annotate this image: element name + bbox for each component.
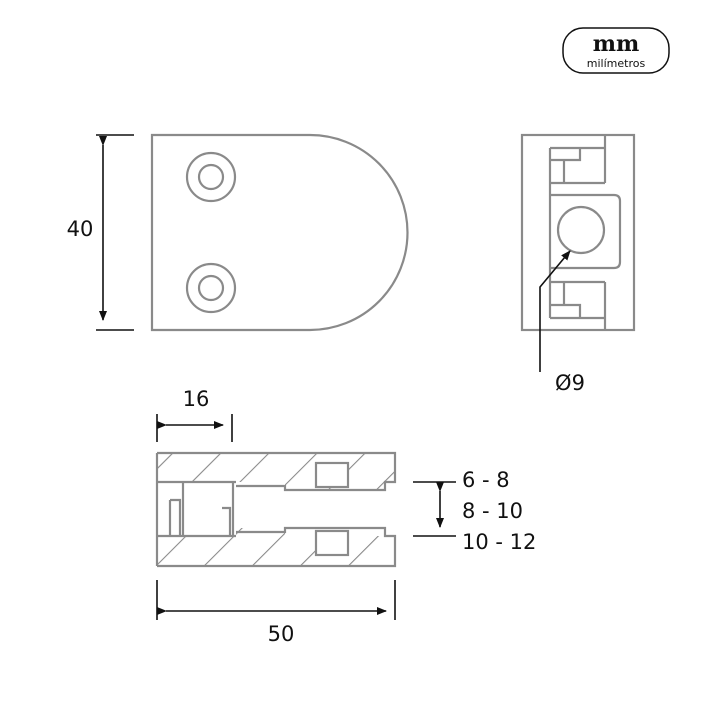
glass-range-1: 6 - 8 — [462, 468, 510, 492]
depth-dimension: 16 — [156, 387, 233, 442]
mounting-hole-top — [185, 151, 237, 203]
side-view: Ø9 — [520, 133, 636, 395]
brand-logo: mm milímetros — [562, 27, 670, 74]
bolt-hole — [556, 205, 606, 255]
front-view — [150, 133, 409, 332]
length-label: 50 — [268, 622, 295, 646]
depth-label: 16 — [183, 387, 210, 411]
height-label: 40 — [67, 217, 94, 241]
glass-thickness-dimension: 6 - 8 8 - 10 10 - 12 — [413, 468, 536, 554]
glass-range-3: 10 - 12 — [462, 530, 536, 554]
glass-range-2: 8 - 10 — [462, 499, 523, 523]
section-view — [155, 451, 397, 568]
mounting-hole-bottom — [185, 262, 237, 314]
logo-text: milímetros — [587, 57, 646, 70]
height-dimension: 40 — [67, 134, 134, 331]
hole-diameter-label: Ø9 — [555, 371, 585, 395]
logo-mark: mm — [593, 31, 640, 57]
length-dimension: 50 — [156, 580, 396, 646]
